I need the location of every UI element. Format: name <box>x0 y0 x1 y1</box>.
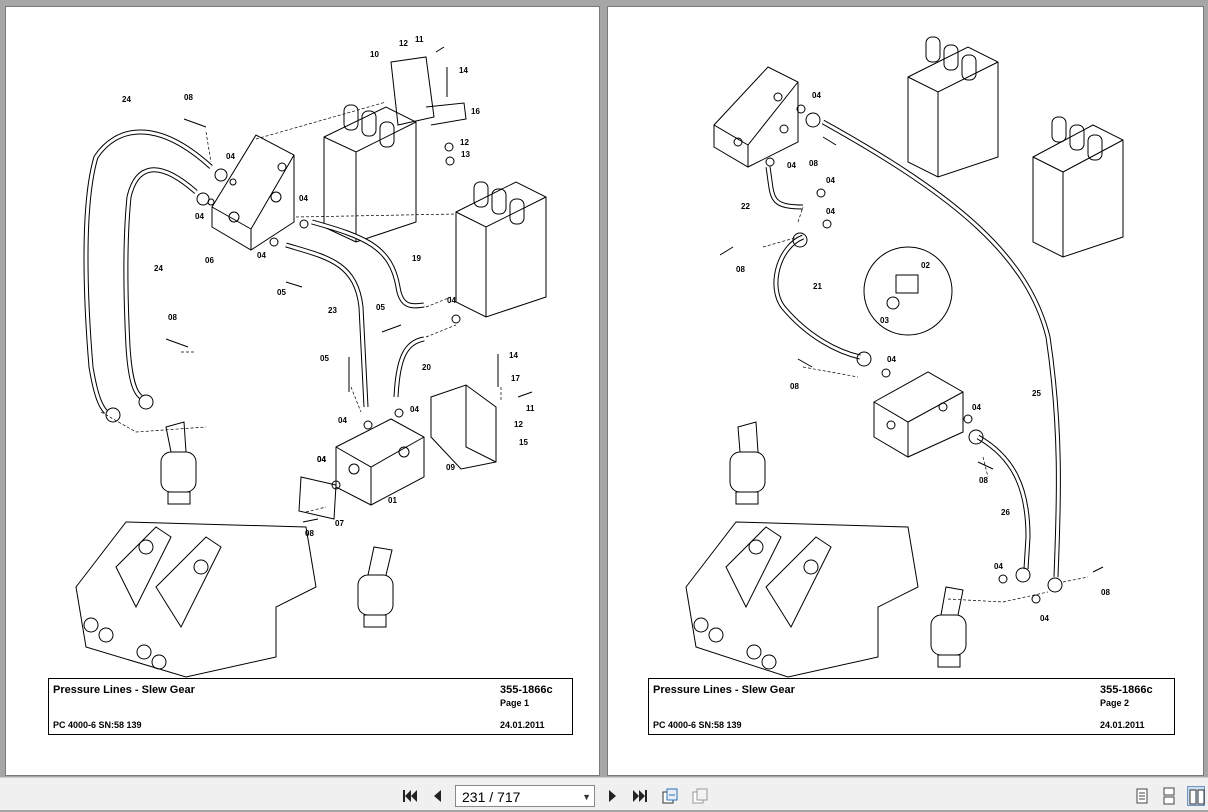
callout-label: 04 <box>317 455 326 464</box>
callout-label: 04 <box>887 355 896 364</box>
document-code: 355-1866c <box>1100 684 1153 696</box>
callout-label: 08 <box>168 313 177 322</box>
callout-label: 12 <box>460 138 469 147</box>
callout-label: 19 <box>412 254 421 263</box>
callout-label: 11 <box>415 35 424 44</box>
callout-label: 25 <box>1032 389 1041 398</box>
callout-label: 11 <box>526 404 535 413</box>
callout-labels: 04 08 04 22 04 04 08 21 02 03 08 04 25 0… <box>736 91 1110 623</box>
callout-label: 08 <box>184 93 193 102</box>
callout-label: 04 <box>787 161 796 170</box>
callout-label: 04 <box>299 194 308 203</box>
document-page-2: 04 08 04 22 04 04 08 21 02 03 08 04 25 0… <box>607 6 1204 776</box>
continuous-view-icon[interactable] <box>1160 786 1178 806</box>
callout-labels: 24 08 04 04 04 04 06 04 05 24 08 23 19 0… <box>122 35 535 538</box>
callout-label: 04 <box>257 251 266 260</box>
exploded-parts-drawing-2: 04 08 04 22 04 04 08 21 02 03 08 04 25 0… <box>685 36 1124 678</box>
last-page-icon[interactable] <box>630 786 650 806</box>
callout-label: 04 <box>972 403 981 412</box>
page-label: Page 2 <box>1100 698 1130 708</box>
title-block: Pressure Lines - Slew Gear 355-1866c Pag… <box>648 678 1175 735</box>
callout-label: 04 <box>226 152 235 161</box>
callout-label: 04 <box>338 416 347 425</box>
exploded-parts-drawing-1: 24 08 04 04 04 04 06 04 05 24 08 23 19 0… <box>75 35 547 678</box>
document-date: 24.01.2011 <box>1100 720 1145 730</box>
callout-label: 04 <box>410 405 419 414</box>
single-page-view-icon[interactable] <box>1133 786 1151 806</box>
callout-label: 04 <box>812 91 821 100</box>
callout-label: 04 <box>826 207 835 216</box>
callout-label: 03 <box>880 316 889 325</box>
callout-label: 02 <box>921 261 930 270</box>
callout-label: 12 <box>514 420 523 429</box>
callout-label: 26 <box>1001 508 1010 517</box>
chevron-down-icon[interactable]: ▼ <box>582 792 591 802</box>
first-page-icon[interactable] <box>400 786 420 806</box>
page-number-field[interactable]: 231 / 717 ▼ <box>455 785 595 807</box>
callout-label: 23 <box>328 306 337 315</box>
callout-label: 05 <box>277 288 286 297</box>
callout-label: 07 <box>335 519 344 528</box>
document-code: 355-1866c <box>500 684 553 696</box>
sync-view-icon[interactable] <box>660 786 680 806</box>
callout-label: 05 <box>320 354 329 363</box>
callout-label: 08 <box>305 529 314 538</box>
callout-label: 04 <box>994 562 1003 571</box>
callout-label: 08 <box>809 159 818 168</box>
callout-label: 24 <box>122 95 131 104</box>
callout-label: 22 <box>741 202 750 211</box>
callout-label: 14 <box>509 351 518 360</box>
page-label: Page 1 <box>500 698 530 708</box>
drawing-title: Pressure Lines - Slew Gear <box>653 684 795 696</box>
callout-label: 09 <box>446 463 455 472</box>
callout-label: 05 <box>376 303 385 312</box>
callout-label: 01 <box>388 496 397 505</box>
document-date: 24.01.2011 <box>500 720 545 730</box>
callout-label: 14 <box>459 66 468 75</box>
callout-label: 08 <box>1101 588 1110 597</box>
callout-label: 04 <box>1040 614 1049 623</box>
drawing-title: Pressure Lines - Slew Gear <box>53 684 195 696</box>
callout-label: 15 <box>519 438 528 447</box>
callout-label: 04 <box>195 212 204 221</box>
navigation-toolbar: 231 / 717 ▼ <box>0 777 1208 810</box>
callout-label: 10 <box>370 50 379 59</box>
next-page-icon[interactable] <box>602 786 622 806</box>
callout-label: 16 <box>471 107 480 116</box>
page-number-text: 231 / 717 <box>462 789 521 805</box>
callout-label: 04 <box>826 176 835 185</box>
document-page-1: 24 08 04 04 04 04 06 04 05 24 08 23 19 0… <box>5 6 600 776</box>
machine-serial: PC 4000-6 SN:58 139 <box>653 720 742 730</box>
callout-label: 12 <box>399 39 408 48</box>
facing-view-icon[interactable] <box>1187 786 1205 806</box>
callout-label: 21 <box>813 282 822 291</box>
callout-label: 06 <box>205 256 214 265</box>
machine-serial: PC 4000-6 SN:58 139 <box>53 720 142 730</box>
callout-label: 08 <box>979 476 988 485</box>
callout-label: 24 <box>154 264 163 273</box>
callout-label: 08 <box>790 382 799 391</box>
callout-label: 04 <box>317 455 326 464</box>
callout-label: 17 <box>511 374 520 383</box>
callout-label: 13 <box>461 150 470 159</box>
prev-page-icon[interactable] <box>428 786 448 806</box>
sync-off-icon[interactable] <box>690 786 710 806</box>
callout-label: 04 <box>447 296 456 305</box>
callout-label: 20 <box>422 363 431 372</box>
title-block: Pressure Lines - Slew Gear 355-1866c Pag… <box>48 678 573 735</box>
callout-label: 08 <box>736 265 745 274</box>
